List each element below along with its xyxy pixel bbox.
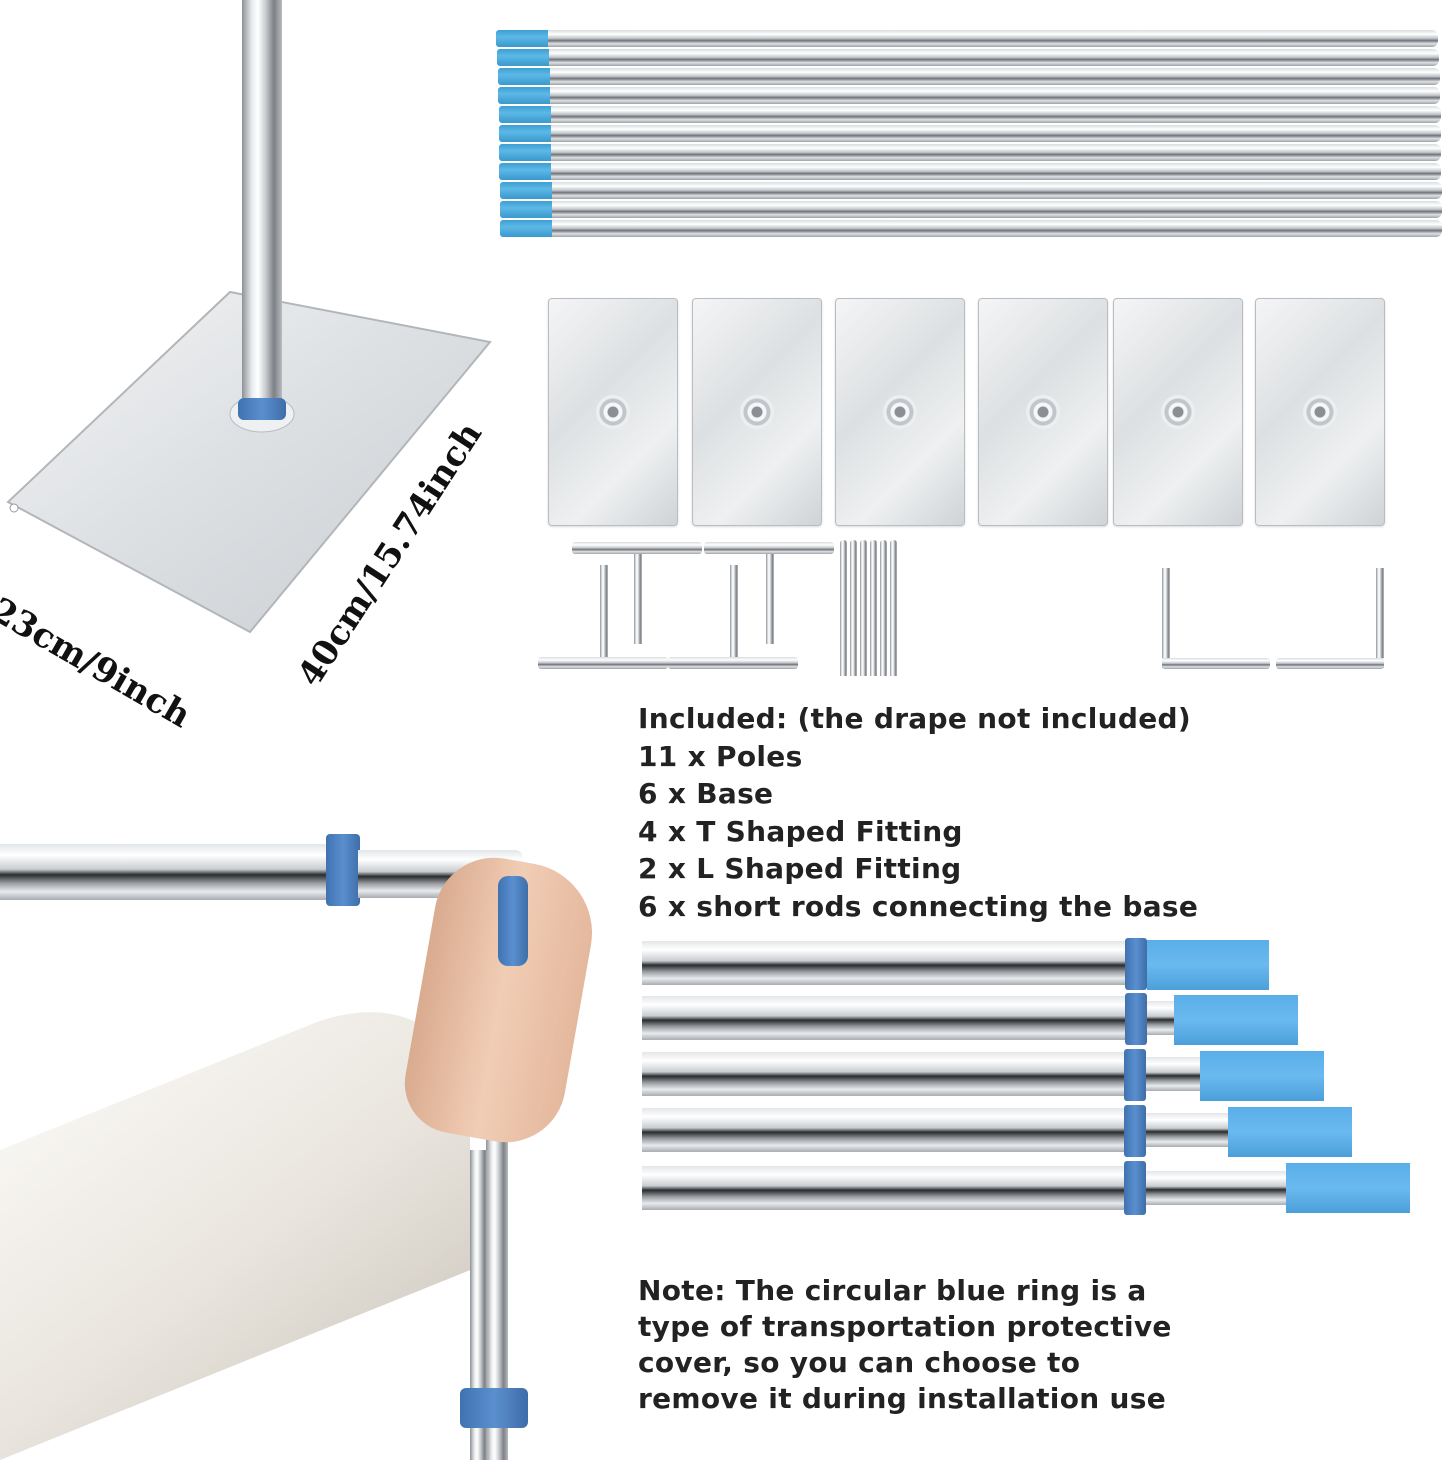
note-line: Note: The circular blue ring is a (638, 1274, 1147, 1307)
blue-ring (1124, 1105, 1146, 1157)
base-plate (692, 298, 822, 526)
blue-cap (1228, 1107, 1352, 1157)
blue-cap (1286, 1163, 1410, 1213)
blue-ring (1124, 1161, 1146, 1215)
included-item: 2 x L Shaped Fitting (638, 852, 962, 885)
blue-cap (1174, 995, 1298, 1045)
base-plates-row (548, 298, 1388, 528)
t-fitting (538, 565, 668, 670)
telescopic-pole (642, 1105, 1432, 1157)
included-item: 4 x T Shaped Fitting (638, 814, 963, 848)
vertical-pole (486, 1100, 508, 1460)
pole (500, 201, 1442, 218)
base-plate (978, 298, 1108, 526)
pole (499, 106, 1441, 123)
t-fitting (704, 542, 834, 647)
short-rod (860, 540, 867, 676)
short-rod (850, 540, 857, 676)
blue-cap (1200, 1051, 1324, 1101)
fittings-row (530, 530, 1400, 690)
blue-ring (1124, 1049, 1146, 1101)
horizontal-pole (0, 844, 340, 900)
pole (500, 220, 1442, 237)
included-item: 6 x short rods connecting the base (638, 889, 1199, 923)
grip-cap (498, 876, 528, 966)
base-plate (1113, 298, 1243, 526)
blue-ring (1125, 993, 1147, 1045)
short-rod (890, 540, 897, 676)
l-fitting (1276, 568, 1384, 669)
pole (499, 144, 1441, 161)
blue-ring (1125, 938, 1147, 990)
pole (497, 49, 1439, 66)
arm-sleeve (0, 960, 470, 1460)
short-rods-group (840, 540, 900, 676)
included-heading: Included: (the drape not included) (638, 702, 1191, 735)
vertical-pole (242, 0, 282, 400)
note-line: remove it during installation use (638, 1382, 1166, 1415)
base-plate (548, 298, 678, 526)
pole (498, 87, 1440, 104)
poles-bundle (496, 30, 1442, 245)
blue-ring (460, 1388, 528, 1428)
included-item: 6 x Base (638, 777, 774, 810)
t-fitting (572, 542, 702, 647)
pole (499, 125, 1441, 142)
note-text: Note: The circular blue ring is a type o… (638, 1273, 1238, 1417)
telescopic-pole (642, 1161, 1432, 1215)
l-fitting (1162, 568, 1270, 669)
telescopic-pole (642, 993, 1432, 1045)
telescopic-poles-detail (642, 935, 1432, 1220)
base-closeup-illustration: 23cm/9inch 40cm/15.74inch (0, 0, 520, 736)
short-rod (870, 540, 877, 676)
assembly-photo (0, 820, 620, 1460)
blue-ring (326, 834, 360, 906)
short-rod (840, 540, 847, 676)
telescopic-pole (642, 938, 1432, 990)
base-plate (1255, 298, 1385, 526)
included-item: 11 x Poles (638, 739, 803, 773)
blue-ring (238, 398, 286, 420)
t-fitting (668, 565, 798, 670)
pole (496, 30, 1438, 47)
note-line: type of transportation protective (638, 1310, 1172, 1343)
pole (499, 163, 1441, 180)
blue-cap (1147, 940, 1269, 990)
short-rod (880, 540, 887, 676)
base-plate (835, 298, 965, 526)
telescopic-pole (642, 1049, 1432, 1101)
note-line: cover, so you can choose to (638, 1346, 1081, 1379)
pole (498, 68, 1440, 85)
pole (500, 182, 1442, 199)
vertical-pole (470, 1150, 488, 1460)
included-list: Included: (the drape not included) 11 x … (638, 700, 1238, 925)
